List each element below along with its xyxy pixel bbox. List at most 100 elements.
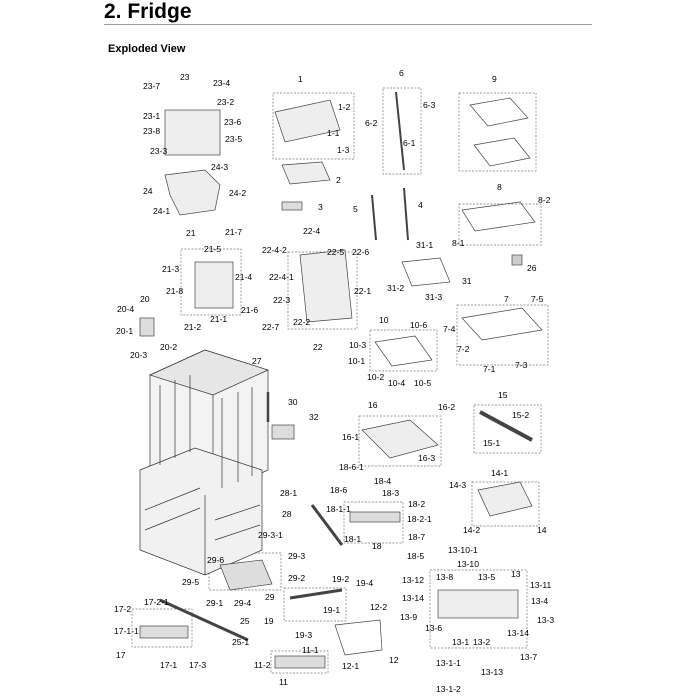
callout-label: 14 xyxy=(537,525,547,535)
callout-label: 13-3 xyxy=(537,615,554,625)
callout-label: 13-6 xyxy=(425,623,442,633)
callout-label: 28 xyxy=(282,509,292,519)
callout-label: 21-3 xyxy=(162,264,179,274)
callout-label: 10-6 xyxy=(410,320,427,330)
callout-label: 13-4 xyxy=(531,596,548,606)
callout-label: 13-13 xyxy=(481,667,503,677)
callout-label: 18-1 xyxy=(344,534,361,544)
group-box-15 xyxy=(473,404,542,454)
callout-label: 6-1 xyxy=(403,138,416,148)
callout-label: 29-5 xyxy=(182,577,199,587)
callout-label: 10-5 xyxy=(414,378,431,388)
callout-label: 22 xyxy=(313,342,323,352)
callout-label: 32 xyxy=(309,412,319,422)
callout-label: 18-6 xyxy=(330,485,347,495)
callout-label: 23 xyxy=(180,72,190,82)
callout-label: 15-2 xyxy=(512,410,529,420)
callout-label: 8 xyxy=(497,182,502,192)
callout-label: 21-2 xyxy=(184,322,201,332)
callout-label: 14-2 xyxy=(463,525,480,535)
callout-label: 15-1 xyxy=(483,438,500,448)
callout-label: 13-14 xyxy=(507,628,529,638)
callout-label: 13-1 xyxy=(452,637,469,647)
callout-label: 23-4 xyxy=(213,78,230,88)
callout-label: 16-2 xyxy=(438,402,455,412)
group-box-7 xyxy=(456,304,549,366)
callout-label: 15 xyxy=(498,390,508,400)
callout-label: 21-5 xyxy=(204,244,221,254)
group-box-22 xyxy=(287,251,358,330)
callout-label: 24-2 xyxy=(229,188,246,198)
callout-label: 23-8 xyxy=(143,126,160,136)
callout-label: 16-1 xyxy=(342,432,359,442)
callout-label: 20 xyxy=(140,294,150,304)
callout-label: 29-1 xyxy=(206,598,223,608)
callout-label: 17-1-1 xyxy=(114,626,139,636)
group-box-19 xyxy=(283,587,347,622)
callout-label: 13-5 xyxy=(478,572,495,582)
callout-label: 8-2 xyxy=(538,195,551,205)
callout-label: 18 xyxy=(372,541,382,551)
group-box-6 xyxy=(382,87,422,175)
callout-label: 23-6 xyxy=(224,117,241,127)
callout-label: 23-1 xyxy=(143,111,160,121)
callout-label: 1 xyxy=(298,74,303,84)
page-title: 2. Fridge xyxy=(104,0,192,23)
group-box-18 xyxy=(343,501,404,544)
callout-label: 1-3 xyxy=(337,145,350,155)
callout-label: 31 xyxy=(462,276,472,286)
callout-label: 22-4 xyxy=(303,226,320,236)
callout-label: 23-2 xyxy=(217,97,234,107)
callout-label: 21-1 xyxy=(210,314,227,324)
callout-label: 18-3 xyxy=(382,488,399,498)
callout-label: 21-7 xyxy=(225,227,242,237)
callout-label: 28-1 xyxy=(280,488,297,498)
callout-label: 10-3 xyxy=(349,340,366,350)
callout-label: 16 xyxy=(368,400,378,410)
callout-label: 21-6 xyxy=(241,305,258,315)
callout-label: 21 xyxy=(186,228,196,238)
callout-label: 12 xyxy=(389,655,399,665)
callout-label: 7-2 xyxy=(457,344,470,354)
callout-label: 31-3 xyxy=(425,292,442,302)
callout-label: 22-3 xyxy=(273,295,290,305)
callout-label: 21-8 xyxy=(166,286,183,296)
callout-label: 18-7 xyxy=(408,532,425,542)
callout-label: 13-10 xyxy=(457,559,479,569)
callout-label: 6-2 xyxy=(365,118,378,128)
callout-label: 25 xyxy=(240,616,250,626)
group-box-17 xyxy=(131,608,193,648)
callout-label: 12-2 xyxy=(370,602,387,612)
callout-label: 22-6 xyxy=(352,247,369,257)
callout-label: 17-1 xyxy=(160,660,177,670)
callout-label: 13-12 xyxy=(402,575,424,585)
callout-label: 19-4 xyxy=(356,578,373,588)
group-box-9 xyxy=(458,92,537,172)
callout-label: 13-1-1 xyxy=(436,658,461,668)
callout-label: 13-2 xyxy=(473,637,490,647)
callout-label: 18-2-1 xyxy=(407,514,432,524)
callout-label: 29-3 xyxy=(288,551,305,561)
callout-label: 1-2 xyxy=(338,102,351,112)
callout-label: 13-1-2 xyxy=(436,684,461,694)
callout-label: 24 xyxy=(143,186,153,196)
callout-label: 20-1 xyxy=(116,326,133,336)
callout-label: 17 xyxy=(116,650,126,660)
callout-label: 27 xyxy=(252,356,262,366)
callout-label: 7-5 xyxy=(531,294,544,304)
callout-label: 4 xyxy=(418,200,423,210)
callout-label: 17-3 xyxy=(189,660,206,670)
callout-label: 23-3 xyxy=(150,146,167,156)
callout-label: 13-14 xyxy=(402,593,424,603)
callout-label: 12-1 xyxy=(342,661,359,671)
callout-label: 29 xyxy=(265,592,275,602)
callout-label: 6 xyxy=(399,68,404,78)
callout-label: 10-4 xyxy=(388,378,405,388)
callout-label: 7-4 xyxy=(443,324,456,334)
callout-label: 6-3 xyxy=(423,100,436,110)
callout-label: 23-7 xyxy=(143,81,160,91)
group-box-14 xyxy=(471,481,540,527)
callout-label: 13-9 xyxy=(400,612,417,622)
callout-label: 21-4 xyxy=(235,272,252,282)
